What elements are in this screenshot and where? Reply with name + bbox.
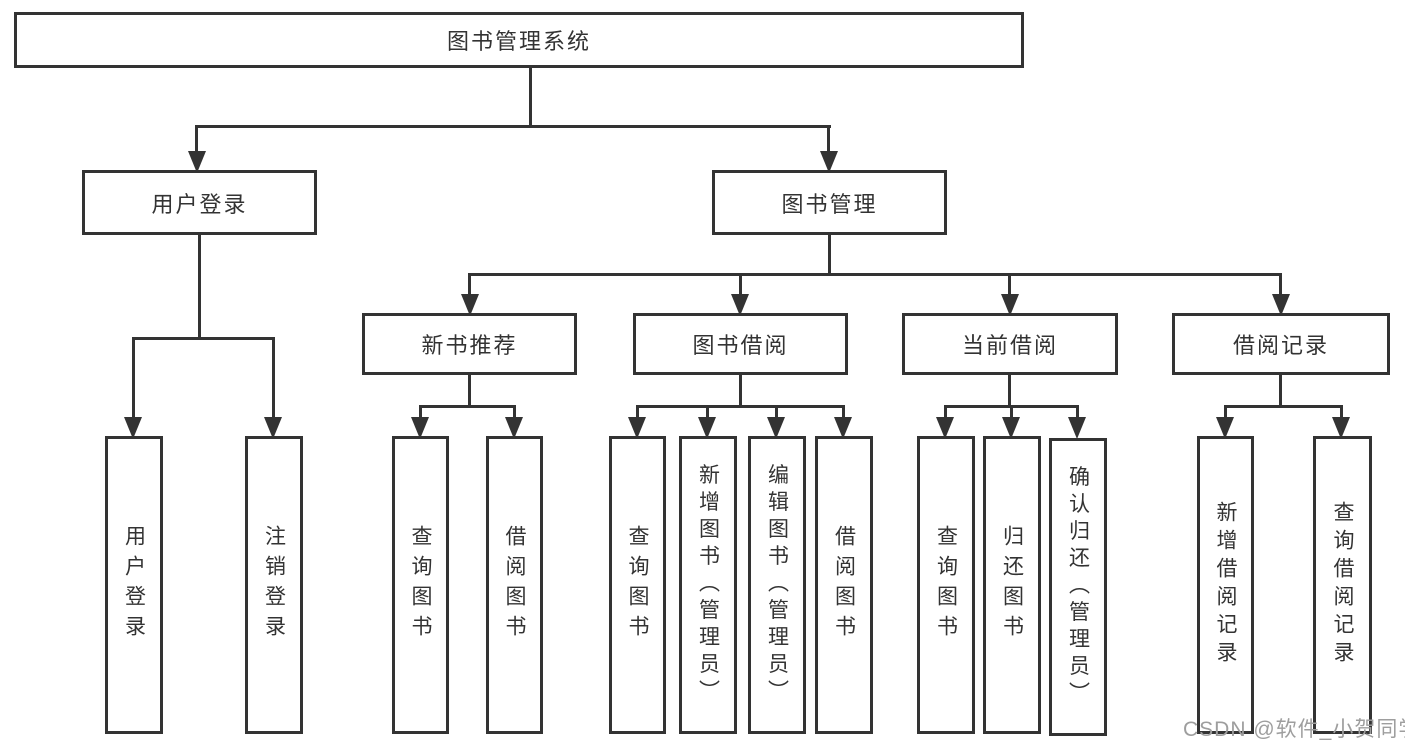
connector-borrow-records-arm [1224, 405, 1343, 408]
arrowhead-nb-query [411, 417, 429, 439]
connector-book-borrow-drop [739, 375, 742, 405]
arrowhead-cb-confirm [1068, 417, 1086, 439]
leaf-bb-add-books-admin-label: 新增图书（管理员） [696, 463, 720, 707]
connector-user-login-arm [132, 337, 275, 340]
leaf-br-query-record-label: 查询借阅记录 [1331, 501, 1354, 669]
leaf-nb-query-books: 查询图书 [392, 436, 449, 734]
arrowhead-leaf-logout [264, 417, 282, 439]
connector-book-mgmt-drop [828, 235, 831, 273]
connector-stem-bb-add [706, 405, 709, 419]
arrowhead-br-add [1216, 417, 1234, 439]
leaf-nb-query-books-label: 查询图书 [409, 525, 432, 645]
connector-stem-book-mgmt [827, 125, 830, 153]
connector-book-mgmt-arm [468, 273, 1282, 276]
connector-stem-cb-return [1010, 405, 1013, 419]
connector-root-drop [529, 68, 532, 125]
arrowhead-borrow-records [1272, 294, 1290, 316]
arrowhead-bb-query [628, 417, 646, 439]
connector-borrow-records-drop [1279, 375, 1282, 405]
connector-stem-cb-query [944, 405, 947, 419]
arrowhead-cb-return [1002, 417, 1020, 439]
leaf-user-login: 用户登录 [105, 436, 163, 734]
arrowhead-user-login [188, 151, 206, 173]
node-root-library-system: 图书管理系统 [14, 12, 1024, 68]
leaf-bb-add-books-admin: 新增图书（管理员） [679, 436, 737, 734]
arrowhead-leaf-user-login [124, 417, 142, 439]
connector-stem-bb-query [636, 405, 639, 419]
arrowhead-bb-add [698, 417, 716, 439]
connector-root-arm [196, 125, 831, 128]
leaf-cb-confirm-return-admin: 确认归还（管理员） [1049, 438, 1107, 736]
connector-stem-bb-borrow [842, 405, 845, 419]
connector-stem-nb-borrow [513, 405, 516, 419]
leaf-logout-label: 注销登录 [262, 525, 286, 645]
arrowhead-book-mgmt [820, 151, 838, 173]
connector-new-books-drop [468, 375, 471, 405]
leaf-bb-query-books: 查询图书 [609, 436, 666, 734]
arrowhead-book-borrow [731, 294, 749, 316]
arrowhead-br-query [1332, 417, 1350, 439]
arrowhead-bb-edit [767, 417, 785, 439]
arrowhead-bb-borrow [834, 417, 852, 439]
leaf-cb-return-books-label: 归还图书 [1000, 525, 1024, 645]
leaf-bb-edit-books-admin-label: 编辑图书（管理员） [765, 463, 789, 707]
connector-stem-br-add [1224, 405, 1227, 419]
leaf-nb-borrow-books-label: 借阅图书 [503, 525, 526, 645]
csdn-watermark: CSDN @软件_小贺同学 [1183, 718, 1405, 741]
node-book-borrowing: 图书借阅 [633, 313, 848, 375]
leaf-cb-return-books: 归还图书 [983, 436, 1041, 734]
connector-new-books-arm [419, 405, 516, 408]
connector-stem-cb-confirm [1076, 405, 1079, 419]
node-current-borrowing: 当前借阅 [902, 313, 1118, 375]
leaf-br-add-record-label: 新增借阅记录 [1214, 501, 1237, 669]
connector-user-login-drop [198, 235, 201, 337]
arrowhead-current-borrow [1001, 294, 1019, 316]
connector-stem-borrow-records [1279, 273, 1282, 295]
connector-stem-new-books [468, 273, 471, 295]
connector-stem-book-borrow [739, 273, 742, 295]
connector-stem-bb-edit [775, 405, 778, 419]
leaf-nb-borrow-books: 借阅图书 [486, 436, 543, 734]
connector-stem-leaf-logout [272, 337, 275, 419]
leaf-logout: 注销登录 [245, 436, 303, 734]
arrowhead-nb-borrow [505, 417, 523, 439]
node-book-management: 图书管理 [712, 170, 947, 235]
leaf-user-login-label: 用户登录 [122, 525, 146, 645]
leaf-bb-edit-books-admin: 编辑图书（管理员） [748, 436, 806, 734]
connector-stem-user-login [195, 125, 198, 153]
connector-stem-nb-query [419, 405, 422, 419]
node-user-login: 用户登录 [82, 170, 317, 235]
connector-stem-current-borrow [1008, 273, 1011, 295]
connector-stem-leaf-user-login [132, 337, 135, 419]
connector-book-borrow-arm [636, 405, 845, 408]
node-new-book-recommend: 新书推荐 [362, 313, 577, 375]
leaf-br-query-record: 查询借阅记录 [1313, 436, 1372, 734]
connector-current-borrow-drop [1008, 375, 1011, 405]
leaf-bb-borrow-books-label: 借阅图书 [832, 525, 856, 645]
leaf-cb-query-books-label: 查询图书 [934, 525, 958, 645]
node-borrowing-records: 借阅记录 [1172, 313, 1390, 375]
leaf-br-add-record: 新增借阅记录 [1197, 436, 1254, 734]
arrowhead-cb-query [936, 417, 954, 439]
leaf-cb-query-books: 查询图书 [917, 436, 975, 734]
connector-stem-br-query [1340, 405, 1343, 419]
arrowhead-new-books [461, 294, 479, 316]
leaf-bb-borrow-books: 借阅图书 [815, 436, 873, 734]
leaf-cb-confirm-return-admin-label: 确认归还（管理员） [1066, 465, 1090, 709]
leaf-bb-query-books-label: 查询图书 [626, 525, 649, 645]
